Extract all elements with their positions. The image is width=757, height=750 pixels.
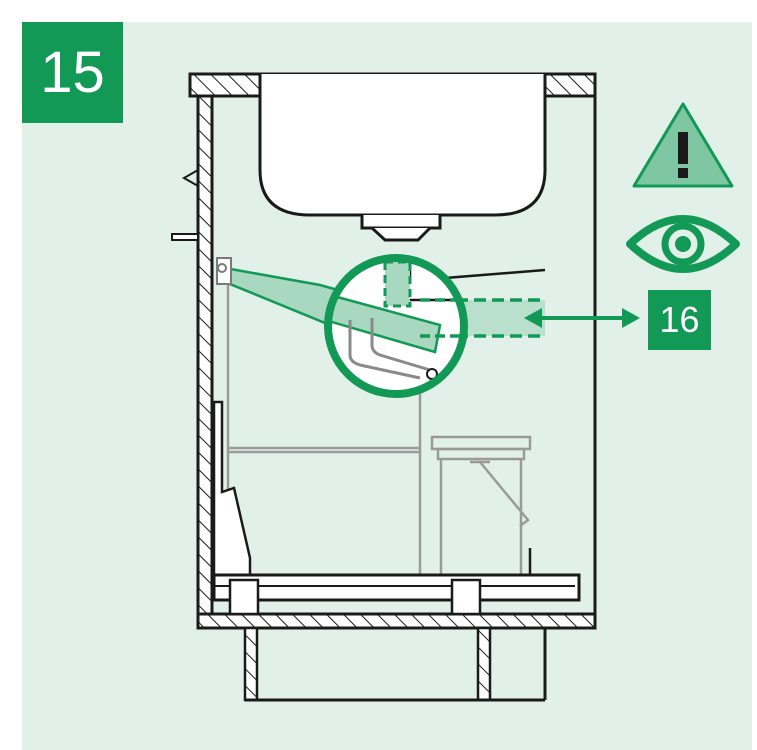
sink-basin xyxy=(258,74,547,242)
double-arrow xyxy=(524,308,640,328)
waste-bin xyxy=(430,435,532,575)
cabinet-wall-left xyxy=(171,94,214,628)
detail-magnifier xyxy=(324,254,468,398)
warning-triangle-icon xyxy=(632,102,734,188)
slide-rail xyxy=(212,548,581,616)
front-panel xyxy=(212,400,252,577)
eye-icon xyxy=(626,215,740,273)
next-step-reference: 16 xyxy=(648,290,711,350)
step-number-badge: 15 xyxy=(22,22,123,123)
cabinet-floor xyxy=(196,612,597,630)
cabinet-base xyxy=(243,626,547,702)
